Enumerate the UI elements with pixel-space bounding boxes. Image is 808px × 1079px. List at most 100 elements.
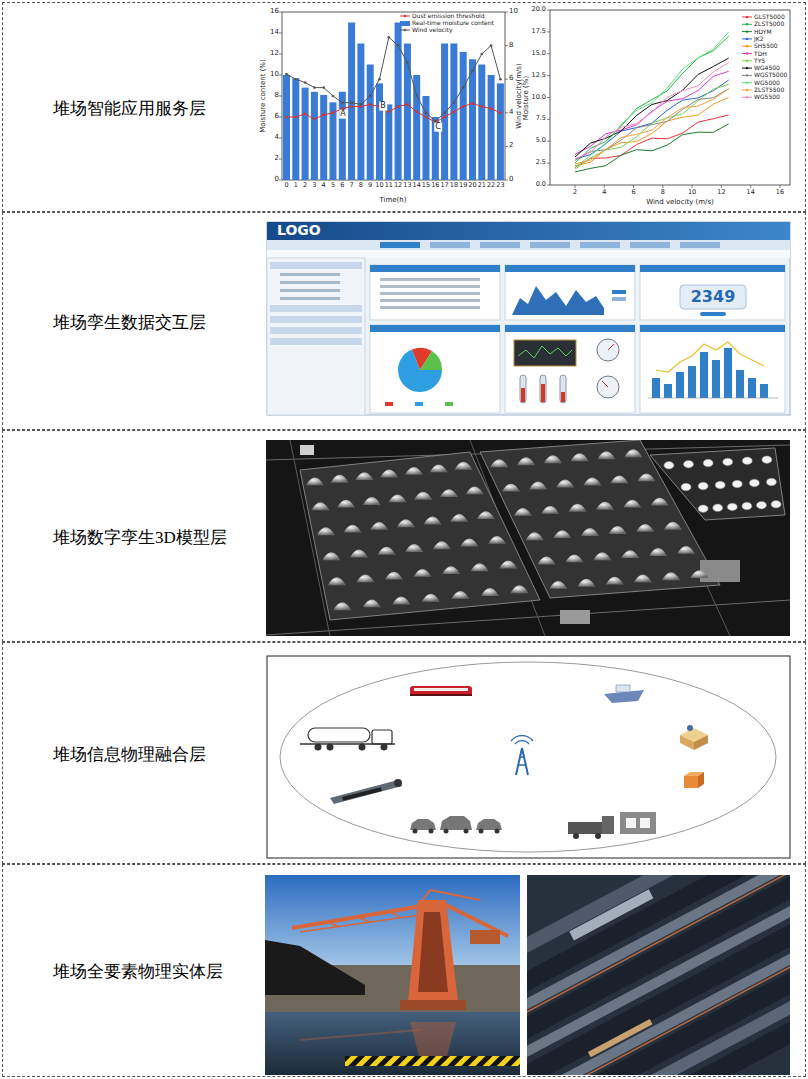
legend-marker — [404, 29, 406, 31]
axis-label: 15 — [422, 182, 430, 189]
moisture-bar — [460, 52, 467, 180]
axis-label: 12 — [394, 182, 402, 189]
pile-cone — [690, 570, 708, 578]
legend-text: JK2 — [754, 36, 764, 43]
legend-text: WG4500 — [754, 65, 780, 72]
layer-band: 堆场孪生数据交互层 — [2, 212, 806, 430]
legend-text: HDYM — [754, 28, 772, 35]
axis-label: 0.0 — [536, 181, 546, 188]
pile-cone — [385, 572, 403, 580]
pile-cone — [565, 554, 583, 562]
axis-label: B — [379, 102, 387, 111]
pile-cylinder — [732, 480, 742, 488]
cyber-physical-fusion-figure-part — [616, 685, 630, 692]
pile-cone — [363, 497, 381, 505]
dashboard-screenshot-part — [270, 327, 362, 334]
moisture-bar — [339, 92, 346, 180]
layer-band: 堆场全要素物理实体层 — [2, 864, 806, 1077]
dashboard-screenshot-part — [597, 376, 619, 398]
moisture-bar — [497, 83, 504, 180]
axis-label: 4 — [509, 109, 513, 117]
pile-cone — [490, 459, 508, 467]
axis-label: 8 — [509, 42, 513, 50]
tick — [547, 31, 550, 32]
legend-line-sample — [742, 38, 752, 39]
wind-marker — [481, 53, 484, 56]
axis-label: 4 — [275, 134, 279, 142]
axis-label: 2 — [275, 155, 279, 163]
axis-label: 7.5 — [536, 116, 546, 123]
wind-marker — [453, 101, 456, 104]
axis-label: 7 — [350, 182, 354, 189]
axis-label: 2 — [303, 182, 307, 189]
digital-twin-3d-model-part — [650, 448, 785, 520]
pile-cone — [356, 574, 374, 582]
axis-label: A — [339, 110, 346, 119]
dashboard-screenshot-part — [385, 402, 393, 406]
threshold-marker — [313, 118, 316, 121]
dashboard-screenshot-part — [267, 222, 790, 240]
pile-cone — [414, 569, 432, 577]
physical-yard-photo-left-part — [390, 912, 400, 917]
wind-marker — [295, 78, 298, 81]
dashboard-screenshot-part — [267, 258, 365, 415]
pile-cylinder — [715, 481, 725, 489]
dashboard-screenshot-part — [514, 340, 576, 366]
dashboard-screenshot-part — [602, 381, 608, 387]
pile-cone — [331, 475, 349, 483]
tick — [279, 33, 282, 34]
layer-title: 堆场信息物理融合层 — [53, 743, 206, 766]
legend-marker — [746, 52, 748, 54]
cyber-physical-fusion-figure-part — [511, 736, 533, 741]
cyber-physical-fusion-figure-part — [444, 829, 449, 834]
dashboard-screenshot-part — [380, 306, 480, 309]
dashboard-screenshot-part — [270, 316, 362, 323]
moisture-bar — [450, 44, 457, 181]
pile-cone — [571, 453, 589, 461]
pile-cone — [440, 489, 458, 497]
cyber-physical-fusion-figure-part — [595, 833, 601, 839]
pile-cone — [405, 467, 423, 475]
legend-text: TY5 — [754, 58, 765, 65]
dashboard-screenshot-part — [267, 240, 790, 250]
wind-marker — [415, 95, 418, 98]
legend-marker — [746, 45, 748, 47]
legend-text: WGST5000 — [754, 72, 787, 79]
dashboard-screenshot-part — [505, 325, 635, 332]
cyber-physical-fusion-figure-part — [495, 829, 500, 834]
digital-twin-3d-model-part — [560, 610, 590, 624]
pile-cone — [637, 473, 655, 481]
pile-cone — [378, 547, 396, 555]
pile-cylinder — [766, 478, 776, 486]
dashboard-screenshot-part — [640, 325, 785, 413]
tick — [692, 185, 693, 188]
wind-marker — [462, 86, 465, 89]
tick — [279, 12, 282, 13]
axis-label: 16 — [776, 189, 784, 196]
pile-cones — [306, 449, 781, 610]
cyber-physical-fusion-figure-part — [698, 772, 704, 788]
pile-cone — [636, 524, 654, 532]
dashboard-screenshot-part — [580, 242, 620, 248]
cyber-physical-fusion-figure-part — [684, 776, 698, 788]
axis-title: Moisture content (%) — [260, 59, 268, 133]
moisture-bar — [478, 65, 485, 181]
series-line — [575, 89, 729, 164]
cyber-physical-fusion-figure-part — [429, 829, 434, 834]
pile-cylinder — [727, 503, 737, 511]
dashboard-screenshot-part — [270, 262, 362, 269]
tick — [547, 119, 550, 120]
axis-label: 17 — [440, 182, 448, 189]
pile-cone — [526, 532, 544, 540]
axis-label: Wind velocity (m/s) — [646, 199, 714, 207]
pile-cylinder — [723, 458, 733, 466]
dashboard-screenshot-part — [267, 222, 790, 415]
tick — [505, 180, 508, 181]
axis-label: 3 — [312, 182, 316, 189]
tick — [279, 75, 282, 76]
legend-marker — [746, 16, 748, 18]
pile-cone — [499, 561, 517, 569]
cyber-physical-fusion-figure-part — [602, 816, 614, 834]
series-line — [575, 124, 729, 172]
pile-cone — [433, 541, 451, 549]
